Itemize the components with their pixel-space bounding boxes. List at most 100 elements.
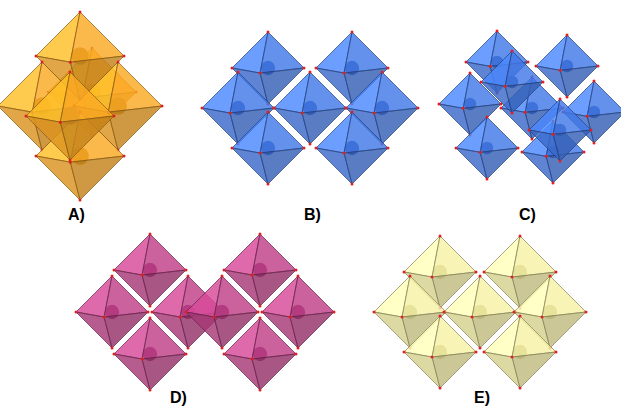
- oxygen-atom: [387, 67, 390, 70]
- octahedron-face: [344, 32, 388, 73]
- oxygen-atom: [333, 311, 336, 314]
- oxygen-atom: [251, 274, 254, 277]
- octahedron-face: [60, 116, 114, 160]
- oxygen-atom: [439, 387, 442, 390]
- oxygen-atom: [469, 72, 472, 75]
- oxygen-atom: [401, 316, 404, 319]
- oxygen-atom: [123, 155, 126, 158]
- oxygen-atom: [471, 316, 474, 319]
- oxygen-atom: [586, 115, 589, 118]
- oxygen-atom: [431, 276, 434, 279]
- oxygen-atom: [187, 275, 190, 278]
- octahedron: [223, 317, 298, 392]
- oxygen-atom: [185, 311, 188, 314]
- oxygen-atom: [69, 61, 72, 64]
- octahedron-face: [252, 234, 296, 275]
- oxygen-atom: [566, 96, 569, 99]
- oxygen-atom: [443, 311, 446, 314]
- oxygen-atom: [113, 353, 116, 356]
- oxygen-atom: [41, 61, 44, 64]
- oxygen-atom: [559, 98, 562, 101]
- octahedron-face: [214, 276, 258, 317]
- oxygen-atom: [351, 111, 354, 114]
- oxygen-atom: [59, 121, 62, 124]
- oxygen-atom: [113, 269, 116, 272]
- oxygen-atom: [351, 183, 354, 186]
- octahedron-face: [252, 318, 296, 359]
- octahedron: [403, 315, 478, 390]
- oxygen-atom: [141, 358, 144, 361]
- oxygen-atom: [486, 178, 489, 181]
- octahedron-face: [512, 316, 556, 357]
- octahedron-face: [553, 130, 591, 161]
- oxygen-atom: [301, 112, 304, 115]
- octahedron-face: [512, 236, 556, 277]
- polyhedral-cluster: [373, 235, 588, 390]
- panel-label: B): [304, 207, 321, 223]
- octahedron: [231, 111, 306, 186]
- octahedron-face: [108, 62, 162, 112]
- oxygen-atom: [259, 233, 262, 236]
- oxygen-atom: [524, 111, 527, 114]
- octahedron: [483, 315, 558, 390]
- oxygen-atom: [409, 275, 412, 278]
- octahedron-face: [260, 32, 304, 73]
- octahedron-face: [344, 148, 388, 184]
- oxygen-atom: [455, 147, 458, 150]
- octahedron-face: [472, 276, 516, 317]
- oxygen-atom: [475, 351, 478, 354]
- oxygen-atom: [465, 61, 468, 64]
- oxygen-atom: [221, 275, 224, 278]
- octahedron-face: [60, 72, 114, 122]
- oxygen-atom: [519, 315, 522, 318]
- oxygen-atom: [79, 11, 82, 14]
- oxygen-atom: [257, 311, 260, 314]
- octahedron-face: [542, 312, 586, 348]
- oxygen-atom: [511, 112, 514, 115]
- octahedron-face: [104, 276, 148, 317]
- oxygen-atom: [500, 107, 503, 110]
- oxygen-atom: [151, 311, 154, 314]
- oxygen-atom: [517, 147, 520, 150]
- oxygen-atom: [267, 31, 270, 34]
- oxygen-atom: [521, 151, 524, 154]
- oxygen-atom: [201, 107, 204, 110]
- oxygen-atom: [479, 347, 482, 350]
- oxygen-atom: [593, 80, 596, 83]
- oxygen-atom: [513, 311, 516, 314]
- oxygen-atom: [387, 147, 390, 150]
- oxygen-atom: [267, 183, 270, 186]
- oxygen-atom: [231, 67, 234, 70]
- oxygen-atom: [504, 85, 507, 88]
- oxygen-atom: [489, 65, 492, 68]
- octahedron-face: [512, 352, 556, 388]
- oxygen-atom: [261, 311, 264, 314]
- octahedron-face: [480, 148, 518, 179]
- oxygen-atom: [593, 142, 596, 145]
- oxygen-atom: [439, 235, 442, 238]
- panel-label: C): [519, 207, 536, 223]
- octahedron: [480, 50, 545, 115]
- oxygen-atom: [149, 317, 152, 320]
- oxygen-atom: [149, 305, 152, 308]
- oxygen-atom: [535, 65, 538, 68]
- oxygen-atom: [559, 69, 562, 72]
- oxygen-atom: [403, 351, 406, 354]
- oxygen-atom: [259, 317, 262, 320]
- oxygen-atom: [511, 356, 514, 359]
- oxygen-atom: [185, 269, 188, 272]
- oxygen-atom: [343, 72, 346, 75]
- oxygen-atom: [69, 71, 72, 74]
- oxygen-atom: [297, 347, 300, 350]
- oxygen-atom: [237, 71, 240, 74]
- octahedron-face: [587, 81, 621, 116]
- oxygen-atom: [25, 115, 28, 118]
- oxygen-atom: [213, 316, 216, 319]
- oxygen-atom: [483, 271, 486, 274]
- oxygen-atom: [141, 274, 144, 277]
- oxygen-atom: [527, 61, 530, 64]
- oxygen-atom: [179, 316, 182, 319]
- oxygen-atom: [373, 112, 376, 115]
- oxygen-atom: [590, 129, 593, 132]
